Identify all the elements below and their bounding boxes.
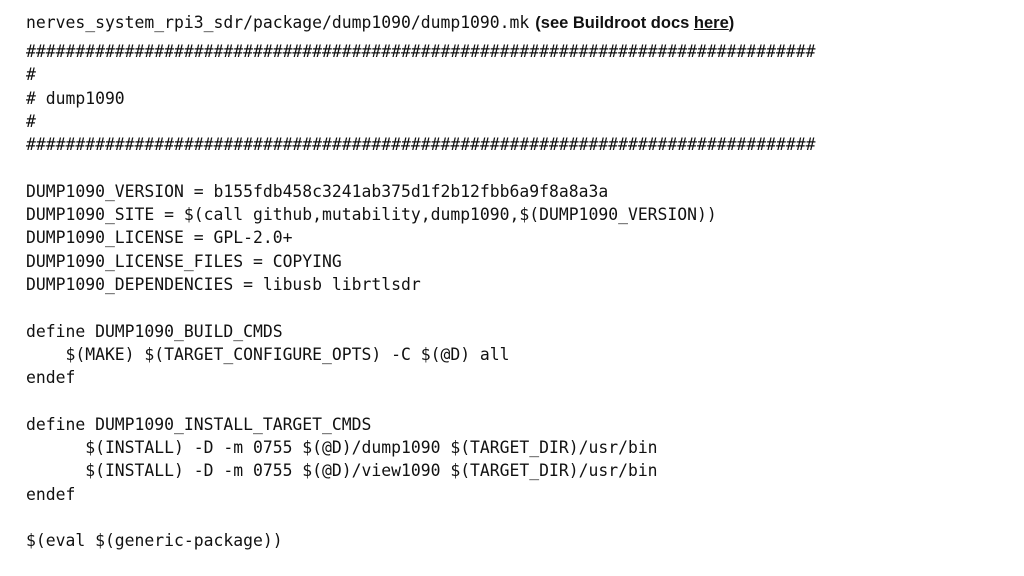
code-line — [26, 156, 815, 179]
code-line — [26, 296, 815, 319]
code-line: define DUMP1090_BUILD_CMDS — [26, 321, 283, 341]
code-line: # — [26, 65, 36, 85]
code-line: $(MAKE) $(TARGET_CONFIGURE_OPTS) -C $(@D… — [26, 344, 510, 364]
code-line: # — [26, 111, 36, 131]
buildroot-docs-link[interactable]: here — [693, 14, 729, 32]
code-line — [26, 506, 815, 529]
code-line: $(INSTALL) -D -m 0755 $(@D)/view1090 $(T… — [26, 461, 658, 481]
code-line: DUMP1090_SITE = $(call github,mutability… — [26, 205, 717, 225]
code-line — [26, 389, 815, 412]
code-line: DUMP1090_LICENSE = GPL-2.0+ — [26, 228, 293, 248]
code-line: define DUMP1090_INSTALL_TARGET_CMDS — [26, 414, 372, 434]
code-line: endef — [26, 484, 76, 504]
file-path: nerves_system_rpi3_sdr/package/dump1090/… — [26, 13, 530, 32]
code-line: $(eval $(generic-package)) — [26, 531, 283, 551]
file-header: nerves_system_rpi3_sdr/package/dump1090/… — [26, 13, 734, 35]
code-line: ########################################… — [26, 135, 816, 155]
code-block: ########################################… — [26, 40, 815, 553]
code-line: # dump1090 — [26, 88, 125, 108]
docs-note: (see Buildroot docs here) — [535, 14, 734, 33]
code-line: DUMP1090_DEPENDENCIES = libusb librtlsdr — [26, 274, 421, 294]
code-line: $(INSTALL) -D -m 0755 $(@D)/dump1090 $(T… — [26, 438, 658, 458]
code-line: ########################################… — [26, 42, 816, 61]
code-line: DUMP1090_VERSION = b155fdb458c3241ab375d… — [26, 181, 609, 201]
docs-note-prefix: (see Buildroot docs — [535, 14, 694, 32]
code-line: DUMP1090_LICENSE_FILES = COPYING — [26, 251, 342, 271]
docs-note-suffix: ) — [728, 14, 735, 32]
code-line: endef — [26, 368, 76, 388]
